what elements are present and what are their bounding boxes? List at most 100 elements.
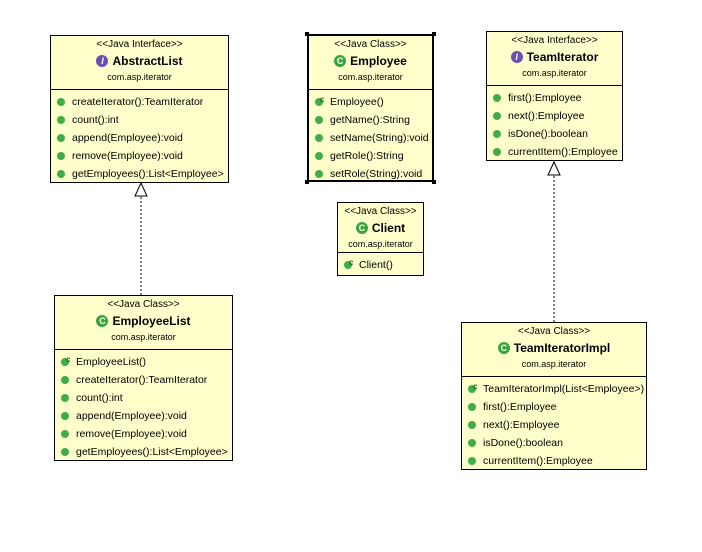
- class-header: <<Java Interface>> I TeamIterator com.as…: [487, 32, 622, 86]
- public-method-icon: [61, 376, 69, 384]
- class-header: <<Java Class>> C Employee com.asp.iterat…: [309, 36, 432, 90]
- method-item[interactable]: getEmployees():List<Employee>: [55, 443, 232, 461]
- method-signature: isDone():boolean: [483, 437, 563, 449]
- class-title: I TeamIterator: [487, 49, 622, 65]
- public-method-icon: [315, 170, 323, 178]
- public-method-icon: [468, 439, 476, 447]
- selection-handle[interactable]: [432, 32, 436, 36]
- class-icon: C: [96, 315, 109, 327]
- stereotype-label: <<Java Interface>>: [511, 35, 598, 46]
- constructor-item[interactable]: Client(): [338, 254, 423, 274]
- selection-handle[interactable]: [305, 32, 309, 36]
- method-signature: next():Employee: [483, 419, 560, 431]
- method-signature: count():int: [76, 392, 123, 404]
- package-label: com.asp.iterator: [522, 68, 587, 78]
- stereotype-label: <<Java Class>>: [344, 206, 417, 217]
- constructor-icon: [315, 91, 324, 109]
- public-method-icon: [468, 421, 476, 429]
- method-item[interactable]: currentItem():Employee: [462, 452, 646, 470]
- method-item[interactable]: append(Employee):void: [51, 129, 228, 147]
- constructor-item[interactable]: TeamIteratorImpl(List<Employee>): [462, 378, 646, 398]
- public-method-icon: [493, 112, 501, 120]
- method-item[interactable]: next():Employee: [487, 107, 622, 125]
- class-icon: C: [497, 342, 510, 354]
- public-method-icon: [493, 130, 501, 138]
- method-signature: setRole(String):void: [330, 168, 423, 180]
- method-signature: remove(Employee):void: [76, 428, 187, 440]
- method-item[interactable]: setRole(String):void: [309, 165, 432, 183]
- method-signature: getName():String: [330, 114, 410, 126]
- method-item[interactable]: next():Employee: [462, 416, 646, 434]
- public-method-icon: [493, 148, 501, 156]
- package-label: com.asp.iterator: [111, 332, 176, 342]
- stereotype-label: <<Java Class>>: [334, 39, 407, 50]
- class-title: C EmployeeList: [55, 313, 232, 329]
- method-item[interactable]: remove(Employee):void: [55, 425, 232, 443]
- public-method-icon: [61, 430, 69, 438]
- stereotype-label: <<Java Interface>>: [96, 39, 183, 50]
- class-title: I AbstractList: [51, 53, 228, 69]
- method-signature: EmployeeList(): [76, 356, 147, 368]
- package-label: com.asp.iterator: [338, 72, 403, 82]
- realization-arrowhead-abstractlist: [134, 181, 148, 197]
- method-item[interactable]: getRole():String: [309, 147, 432, 165]
- class-header: <<Java Interface>> I AbstractList com.as…: [51, 36, 228, 90]
- package-label: com.asp.iterator: [521, 359, 587, 369]
- class-box-teamiteratorimpl[interactable]: <<Java Class>> C TeamIteratorImpl com.as…: [461, 322, 647, 470]
- class-box-abstractlist[interactable]: <<Java Interface>> I AbstractList com.as…: [50, 35, 229, 183]
- class-title: C Employee: [309, 53, 432, 69]
- method-signature: createIterator():TeamIterator: [72, 96, 204, 108]
- method-item[interactable]: first():Employee: [487, 89, 622, 107]
- stereotype-label: <<Java Class>>: [517, 326, 591, 337]
- method-signature: createIterator():TeamIterator: [76, 374, 208, 386]
- method-item[interactable]: setName(String):void: [309, 129, 432, 147]
- public-method-icon: [57, 152, 65, 160]
- method-item[interactable]: count():int: [51, 111, 228, 129]
- method-signature: currentItem():Employee: [483, 455, 593, 467]
- class-header: <<Java Class>> C Client com.asp.iterator: [338, 203, 423, 253]
- public-method-icon: [61, 394, 69, 402]
- method-signature: remove(Employee):void: [72, 150, 183, 162]
- method-list: createIterator():TeamIterator count():in…: [51, 90, 228, 185]
- method-item[interactable]: getName():String: [309, 111, 432, 129]
- method-item[interactable]: isDone():boolean: [487, 125, 622, 143]
- selection-handle[interactable]: [305, 180, 309, 184]
- method-item[interactable]: createIterator():TeamIterator: [51, 93, 228, 111]
- method-signature: currentItem():Employee: [508, 146, 618, 158]
- method-item[interactable]: remove(Employee):void: [51, 147, 228, 165]
- selection-handle[interactable]: [432, 180, 436, 184]
- interface-icon: I: [96, 55, 109, 67]
- public-method-icon: [315, 116, 323, 124]
- constructor-item[interactable]: Employee(): [309, 91, 432, 111]
- public-method-icon: [468, 457, 476, 465]
- method-signature: append(Employee):void: [72, 132, 183, 144]
- method-item[interactable]: count():int: [55, 389, 232, 407]
- class-box-employeelist[interactable]: <<Java Class>> C EmployeeList com.asp.it…: [54, 295, 233, 461]
- class-name: Client: [371, 221, 406, 235]
- public-method-icon: [493, 94, 501, 102]
- method-item[interactable]: currentItem():Employee: [487, 143, 622, 161]
- constructor-item[interactable]: EmployeeList(): [55, 351, 232, 371]
- constructor-icon: [468, 378, 477, 396]
- public-method-icon: [57, 116, 65, 124]
- constructor-icon: [344, 254, 353, 272]
- class-box-employee[interactable]: <<Java Class>> C Employee com.asp.iterat…: [307, 34, 434, 182]
- method-list: TeamIteratorImpl(List<Employee>) first()…: [462, 377, 646, 472]
- class-title: C Client: [338, 220, 423, 236]
- method-signature: getEmployees():List<Employee>: [76, 446, 228, 458]
- constructor-icon: [61, 351, 70, 369]
- class-box-client[interactable]: <<Java Class>> C Client com.asp.iterator…: [337, 202, 424, 276]
- method-item[interactable]: getEmployees():List<Employee>: [51, 165, 228, 183]
- method-list: EmployeeList() createIterator():TeamIter…: [55, 350, 232, 463]
- method-item[interactable]: isDone():boolean: [462, 434, 646, 452]
- method-item[interactable]: first():Employee: [462, 398, 646, 416]
- class-icon: C: [355, 222, 368, 234]
- public-method-icon: [61, 412, 69, 420]
- interface-icon: I: [510, 51, 523, 63]
- class-box-teamiterator[interactable]: <<Java Interface>> I TeamIterator com.as…: [486, 31, 623, 161]
- method-item[interactable]: createIterator():TeamIterator: [55, 371, 232, 389]
- method-signature: Employee(): [330, 96, 384, 108]
- class-name: EmployeeList: [112, 314, 191, 328]
- method-item[interactable]: append(Employee):void: [55, 407, 232, 425]
